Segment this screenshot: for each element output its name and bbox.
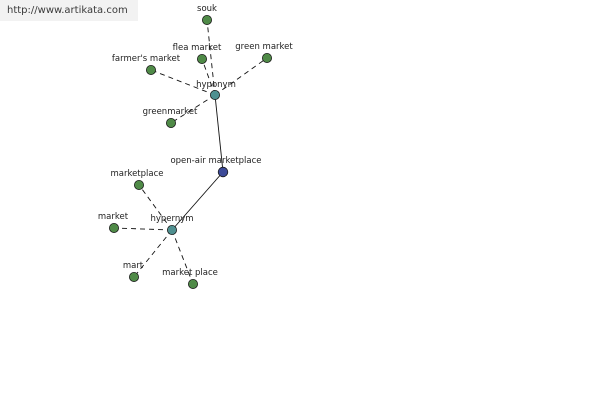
edge-hypernym-mart xyxy=(133,229,173,278)
label-market: market xyxy=(98,212,129,222)
node-market-place[interactable] xyxy=(187,278,198,289)
label-marketplace: marketplace xyxy=(110,169,163,179)
label-souk: souk xyxy=(197,4,217,14)
edge-hypernym-marketplace xyxy=(138,184,173,231)
node-green-market[interactable] xyxy=(261,53,272,64)
node-mart[interactable] xyxy=(128,271,139,282)
node-souk[interactable] xyxy=(201,14,212,25)
node-market[interactable] xyxy=(109,222,120,233)
node-farmer-s-market[interactable] xyxy=(145,65,156,76)
label-green-market: green market xyxy=(235,42,293,52)
label-hyponym: hyponym xyxy=(196,80,236,90)
watermark-url: http://www.artikata.com xyxy=(0,0,138,21)
label-center: open-air marketplace xyxy=(170,156,261,166)
node-hypernym[interactable] xyxy=(166,224,177,235)
edge-hyponym-souk xyxy=(206,19,216,96)
node-hyponym[interactable] xyxy=(209,90,220,101)
node-flea-market[interactable] xyxy=(196,54,207,65)
node-center[interactable] xyxy=(217,166,229,178)
node-greenmarket[interactable] xyxy=(165,118,176,129)
edge-hypernym-market-place xyxy=(171,229,194,285)
edge-center-hyponym xyxy=(214,94,224,173)
label-hypernym: hypernym xyxy=(150,214,193,224)
node-marketplace[interactable] xyxy=(133,179,144,190)
label-market-place: market place xyxy=(162,268,218,278)
label-flea-market: flea market xyxy=(173,43,222,53)
edge-center-hypernym xyxy=(171,171,224,231)
edge-hypernym-market xyxy=(113,227,173,231)
label-farmer-s-market: farmer's market xyxy=(112,54,181,64)
label-greenmarket: greenmarket xyxy=(143,107,198,117)
edge-hyponym-green-market xyxy=(214,57,268,96)
edge-hyponym-farmer-s-market xyxy=(150,69,216,96)
edge-hyponym-flea-market xyxy=(201,58,216,96)
label-mart: mart xyxy=(123,261,144,271)
